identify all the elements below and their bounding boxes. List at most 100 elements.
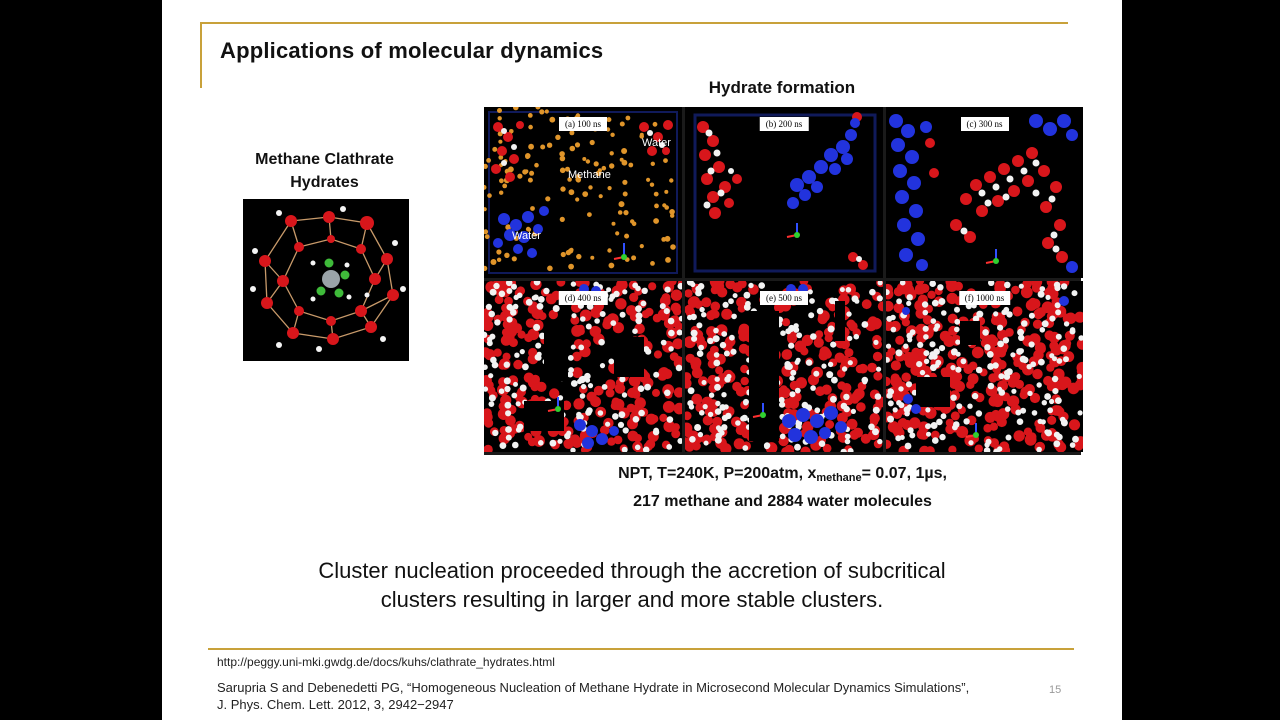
molecule-atom <box>950 411 960 421</box>
molecule-atom <box>948 445 957 452</box>
molecule-atom <box>794 443 801 451</box>
molecule-atom <box>607 186 612 191</box>
molecule-atom <box>525 226 531 232</box>
molecule-atom <box>935 359 942 366</box>
molecule-atom <box>846 319 856 329</box>
molecule-atom <box>1007 395 1020 407</box>
molecule-atom <box>1005 434 1012 441</box>
reference-line1: Sarupria S and Debenedetti PG, “Homogene… <box>217 680 970 695</box>
molecule-atom <box>1077 380 1083 389</box>
molecule-atom <box>967 403 973 409</box>
molecule-atom <box>685 437 691 447</box>
molecule-atom <box>513 359 523 370</box>
molecule-atom <box>617 421 625 428</box>
molecule-atom <box>536 303 544 310</box>
molecule-atom <box>723 350 730 357</box>
molecule-atom <box>839 287 845 293</box>
molecule-atom <box>732 381 742 392</box>
molecule-atom <box>950 394 957 401</box>
molecule-atom <box>927 323 936 333</box>
molecule-atom <box>496 249 502 255</box>
molecule-atom <box>872 351 883 362</box>
clathrate-cage-image <box>243 199 409 361</box>
molecule-atom <box>938 298 946 305</box>
molecule-atom <box>840 339 850 350</box>
molecule-atom <box>663 158 668 163</box>
molecule-atom <box>566 430 572 436</box>
molecule-atom <box>524 333 533 343</box>
molecule-atom <box>997 446 1003 452</box>
molecule-atom <box>484 163 488 169</box>
molecule-atom <box>533 281 541 286</box>
molecule-atom <box>1039 327 1046 333</box>
molecule-atom <box>1045 294 1051 300</box>
molecule-atom <box>617 210 623 215</box>
molecule-atom <box>650 261 655 266</box>
molecule-atom <box>1078 335 1083 341</box>
molecule-atom <box>695 403 705 413</box>
molecule-atom <box>778 396 785 403</box>
molecule-atom <box>828 297 836 305</box>
molecule-atom <box>984 411 996 423</box>
molecule-atom <box>644 307 654 317</box>
molecule-atom <box>676 329 682 336</box>
molecule-atom <box>587 212 592 217</box>
molecule-atom <box>659 303 666 310</box>
molecule-atom <box>1037 418 1043 424</box>
molecule-atom <box>920 283 930 293</box>
molecule-atom <box>876 366 882 372</box>
molecule-atom <box>665 257 671 263</box>
molecule-atom <box>845 287 852 293</box>
molecule-atom <box>484 364 488 370</box>
molecule-atom <box>670 302 681 313</box>
molecule-atom <box>508 166 514 173</box>
molecule-atom <box>976 310 984 318</box>
molecule-atom <box>796 332 803 339</box>
molecule-atom <box>986 351 994 358</box>
molecule-atom <box>982 329 989 336</box>
molecule-atom <box>1071 290 1078 297</box>
molecule-atom <box>1005 328 1014 337</box>
molecule-atom <box>818 313 828 322</box>
molecule-atom <box>905 381 913 388</box>
molecule-atom <box>890 326 897 333</box>
molecule-atom <box>827 325 835 333</box>
molecule-atom <box>608 358 615 365</box>
molecule-atom <box>719 341 727 349</box>
molecule-atom <box>1041 400 1047 406</box>
molecule-atom <box>805 359 813 366</box>
molecule-atom <box>905 357 916 368</box>
clathrate-cage-illustration <box>250 206 406 352</box>
molecule-atom <box>840 402 848 410</box>
molecule-atom <box>1076 373 1082 380</box>
molecule-atom <box>588 185 593 190</box>
source-url[interactable]: http://peggy.uni-mki.gwdg.de/docs/kuhs/c… <box>217 655 555 669</box>
molecule-atom <box>489 333 496 340</box>
molecule-atom <box>699 410 705 416</box>
molecule-atom <box>1055 369 1065 378</box>
molecule-atom <box>707 411 714 418</box>
molecule-atom <box>907 337 913 343</box>
molecule-atom <box>872 406 880 414</box>
molecule-atom <box>570 447 576 452</box>
molecule-atom <box>788 324 795 332</box>
molecule-atom <box>632 328 638 334</box>
molecule-atom <box>533 294 539 301</box>
molecule-atom <box>862 379 868 385</box>
molecule-atom <box>590 255 595 260</box>
molecule-atom <box>540 144 546 150</box>
molecule-atom <box>487 386 496 395</box>
molecule-atom <box>715 432 722 440</box>
molecule-atom <box>897 418 906 428</box>
molecule-atom <box>788 342 795 349</box>
molecule-atom <box>642 446 650 452</box>
molecule-atom <box>547 265 553 272</box>
molecule-atom <box>698 344 704 351</box>
molecule-atom <box>498 155 504 160</box>
molecule-atom <box>691 367 703 379</box>
molecule-atom <box>1001 309 1007 315</box>
molecule-atom <box>886 289 890 296</box>
molecule-atom <box>560 251 566 258</box>
molecule-atom <box>569 145 576 152</box>
molecule-atom <box>1076 338 1083 350</box>
